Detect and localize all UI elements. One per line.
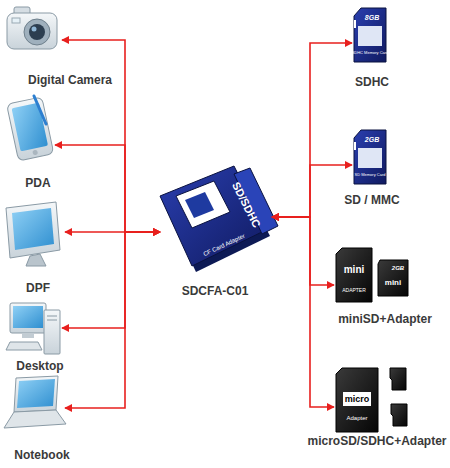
device-node: Desktop [8, 300, 62, 355]
device-node: Notebook [5, 375, 65, 430]
camera-icon [7, 7, 57, 49]
desktop-icon [6, 303, 60, 354]
connector-arrow [272, 217, 334, 407]
printed-label: micro [345, 395, 370, 404]
sd-card-icon [354, 130, 386, 184]
printed-label: SD Memory Card [355, 173, 386, 177]
pda-icon [7, 97, 54, 161]
connector-arrow [272, 43, 352, 217]
printed-label: mini [385, 279, 401, 287]
minisd-card-icon [336, 248, 408, 302]
device-node: DPF [5, 200, 65, 266]
node-label: DPF [26, 281, 50, 295]
node-label: miniSD+Adapter [338, 312, 432, 326]
printed-label: SDHC Memory Card [352, 51, 389, 55]
microsd-card-icon [336, 368, 407, 432]
printed-label: Adapter [346, 415, 367, 421]
printed-label: 2GB [365, 136, 379, 143]
printed-label: 8GB [365, 14, 379, 21]
printed-label: ADAPTER [342, 288, 366, 293]
node-label: Notebook [14, 448, 69, 462]
node-label: microSD/SDHC+Adapter [307, 434, 446, 448]
printed-label: 2GB [392, 265, 404, 271]
printed-label: mini [344, 265, 365, 275]
photo-frame-icon [6, 202, 60, 266]
connector-arrow [272, 165, 352, 217]
node-label: SDHC [355, 75, 389, 89]
connector-arrow [55, 145, 160, 232]
connector-arrow [272, 217, 334, 285]
connector-arrow [65, 232, 160, 408]
node-label: SD / MMC [344, 193, 399, 207]
node-label: PDA [25, 176, 50, 190]
node-label: Desktop [16, 359, 63, 373]
connector-arrow [62, 232, 160, 328]
device-node: PDA [8, 95, 55, 160]
cf-adapter-icon [160, 166, 278, 272]
node-label: Digital Camera [28, 73, 112, 87]
notebook-icon [4, 376, 66, 428]
node-label: SDCFA-C01 [182, 284, 249, 298]
stylus [34, 96, 46, 124]
connector-arrow [62, 40, 160, 232]
device-node: Digital Camera [5, 2, 62, 57]
connector-arrow [65, 231, 160, 233]
